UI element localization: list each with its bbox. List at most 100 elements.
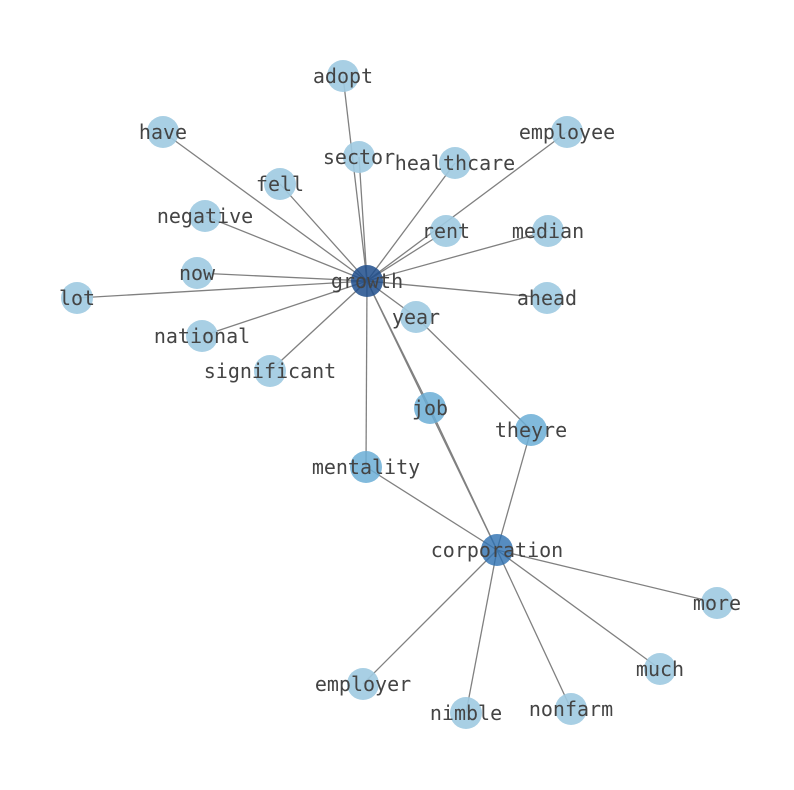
node-label-rent: rent (422, 219, 470, 243)
node-circle-adopt (327, 60, 359, 92)
node-label-have: have (139, 120, 187, 144)
node-circle-negative (189, 200, 221, 232)
node-now: now (179, 257, 216, 289)
edge-growth-ahead (366, 280, 548, 299)
edge-growth-employee (366, 131, 568, 282)
node-label-theyre: theyre (495, 418, 567, 442)
node-circle-theyre (515, 414, 547, 446)
node-label-mentality: mentality (312, 455, 420, 479)
node-year: year (392, 301, 440, 333)
edge-growth-significant (269, 280, 368, 372)
node-circle-mentality (350, 451, 382, 483)
node-label-sector: sector (323, 145, 395, 169)
node-label-growth: growth (331, 269, 403, 293)
node-circle-much (644, 653, 676, 685)
node-circle-now (181, 257, 213, 289)
node-label-ahead: ahead (517, 286, 577, 310)
edge-corporation-nimble (465, 549, 498, 714)
node-job: job (412, 392, 448, 424)
node-label-corporation: corporation (431, 538, 563, 562)
node-label-fell: fell (256, 172, 304, 196)
node-circle-significant (254, 355, 286, 387)
node-lot: lot (59, 282, 95, 314)
node-circle-nimble (450, 697, 482, 729)
node-employer: employer (315, 668, 411, 700)
node-circle-employer (347, 668, 379, 700)
node-growth: growth (331, 265, 403, 297)
edge-growth-negative (204, 215, 368, 282)
node-nimble: nimble (430, 697, 502, 729)
edge-corporation-mentality (365, 466, 498, 551)
node-theyre: theyre (495, 414, 567, 446)
node-circle-employee (551, 116, 583, 148)
node-label-adopt: adopt (313, 64, 373, 88)
node-significant: significant (204, 355, 336, 387)
node-circle-healthcare (439, 147, 471, 179)
edge-growth-fell (279, 183, 368, 282)
node-ahead: ahead (517, 282, 577, 314)
node-circle-ahead (531, 282, 563, 314)
node-more: more (693, 587, 741, 619)
node-label-healthcare: healthcare (395, 151, 515, 175)
node-circle-median (532, 215, 564, 247)
node-label-much: much (636, 657, 684, 681)
node-label-negative: negative (157, 204, 253, 228)
edge-year-theyre (415, 316, 532, 431)
node-sector: sector (323, 141, 395, 173)
node-circle-have (147, 116, 179, 148)
edge-growth-now (196, 272, 368, 282)
node-label-nonfarm: nonfarm (529, 697, 613, 721)
node-much: much (636, 653, 684, 685)
node-circle-growth (351, 265, 383, 297)
edge-growth-have (162, 131, 368, 282)
node-circle-fell (264, 168, 296, 200)
node-adopt: adopt (313, 60, 373, 92)
edge-growth-mentality (365, 280, 368, 468)
node-circle-nonfarm (555, 693, 587, 725)
node-circle-year (400, 301, 432, 333)
node-label-national: national (154, 324, 250, 348)
node-label-median: median (512, 219, 584, 243)
node-label-lot: lot (59, 286, 95, 310)
node-nonfarm: nonfarm (529, 693, 613, 725)
node-national: national (154, 320, 250, 352)
node-employee: employee (519, 116, 615, 148)
edge-corporation-nonfarm (496, 549, 572, 710)
node-circle-corporation (481, 534, 513, 566)
node-circle-more (701, 587, 733, 619)
node-negative: negative (157, 200, 253, 232)
node-rent: rent (422, 215, 470, 247)
node-label-now: now (179, 261, 216, 285)
edge-corporation-job (429, 407, 498, 551)
nodes-layer: growth corporation job theyre mentality adopt… (59, 60, 741, 729)
node-label-significant: significant (204, 359, 336, 383)
node-label-nimble: nimble (430, 701, 502, 725)
edge-growth-lot (76, 280, 368, 299)
edge-growth-sector (358, 156, 368, 282)
node-circle-job (414, 392, 446, 424)
node-median: median (512, 215, 584, 247)
node-label-job: job (412, 396, 448, 420)
edge-corporation-theyre (496, 429, 532, 551)
edge-growth-median (366, 230, 549, 282)
edge-growth-national (201, 280, 368, 337)
node-label-more: more (693, 591, 741, 615)
edge-corporation-much (496, 549, 661, 670)
edge-corporation-employer (362, 549, 498, 685)
edge-growth-adopt (342, 75, 368, 282)
node-circle-lot (61, 282, 93, 314)
node-circle-rent (430, 215, 462, 247)
edge-corporation-more (496, 549, 718, 604)
edge-growth-healthcare (366, 162, 456, 282)
node-label-year: year (392, 305, 440, 329)
node-label-employer: employer (315, 672, 411, 696)
node-label-employee: employee (519, 120, 615, 144)
node-fell: fell (256, 168, 304, 200)
node-circle-national (186, 320, 218, 352)
node-corporation: corporation (431, 534, 563, 566)
node-healthcare: healthcare (395, 147, 515, 179)
node-circle-sector (343, 141, 375, 173)
node-have: have (139, 116, 187, 148)
node-mentality: mentality (312, 451, 420, 483)
